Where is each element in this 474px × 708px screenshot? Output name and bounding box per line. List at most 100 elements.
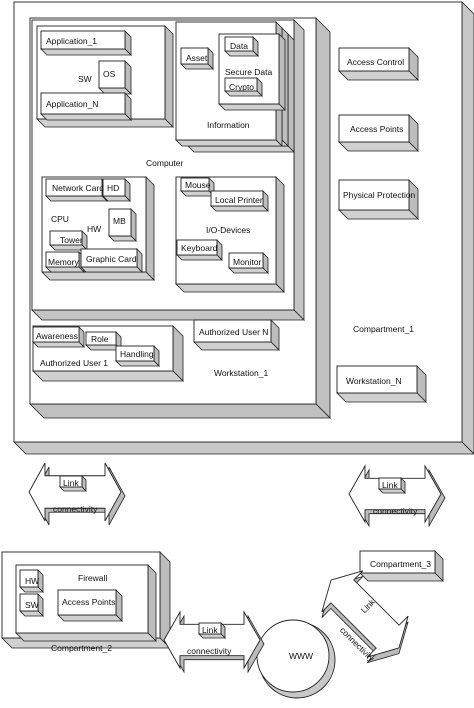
data-box <box>224 36 254 52</box>
access-points-box <box>338 114 410 143</box>
mb-box <box>108 208 132 237</box>
access-points2-box <box>57 589 117 616</box>
monitor-box <box>228 252 264 269</box>
memory-box-bottom <box>45 266 85 273</box>
computer-box-bottom <box>31 309 305 321</box>
role-box <box>85 331 117 346</box>
memory-box <box>45 251 80 268</box>
compartment-3-box-bottom <box>359 572 444 582</box>
io-devices-label: I/O-Devices <box>206 225 251 235</box>
asset-box-bottom <box>180 63 214 70</box>
local-printer-label: Local Printer <box>215 195 263 205</box>
workstation-1-label: Workstation_1 <box>214 368 269 378</box>
connectivity-arrow-3 <box>163 610 265 674</box>
access-points2-box-bottom <box>57 614 123 622</box>
secure-data-box-side <box>278 33 286 111</box>
connectivity-label-3: connectivity <box>187 646 232 656</box>
crypto-box <box>224 77 258 92</box>
connectivity-arrow-2 <box>348 464 446 528</box>
connectivity-label-2: connectivity <box>373 506 418 516</box>
tower-label: Tower <box>60 235 83 245</box>
keyboard-label: Keyboard <box>181 243 218 253</box>
hd-box <box>102 178 126 197</box>
hw2-box <box>19 569 39 588</box>
graphic-card-box <box>80 248 138 268</box>
access-control-box <box>338 47 410 72</box>
compartment-1-box-bottom <box>13 441 474 455</box>
access-points2-label: Access Points <box>62 597 116 607</box>
handling-box-bottom <box>115 360 160 367</box>
handling-box <box>115 345 155 362</box>
link-box-2 <box>378 477 402 490</box>
information-box-bottom <box>175 139 283 147</box>
application-1-box <box>40 30 126 50</box>
application-n-box <box>40 92 126 115</box>
compartment-3-label: Compartment_3 <box>370 559 431 569</box>
physical-protection-label: Physical Protection <box>343 190 416 200</box>
io-box-side <box>275 176 285 293</box>
connectivity-arrow-4 <box>321 570 409 664</box>
computer-box-side <box>293 19 305 321</box>
authorized-user-1-label: Authorized User 1 <box>40 358 109 368</box>
connectivity-arrow-2-face <box>348 464 442 524</box>
graphic-card-box-bottom <box>80 266 143 273</box>
application-1-box-bottom <box>40 48 132 56</box>
compartment-1-label: Compartment_1 <box>353 324 414 334</box>
mb-box-bottom <box>108 235 137 242</box>
local-printer-box-bottom <box>210 205 269 212</box>
link-box-3 <box>198 622 222 635</box>
hw2-label: HW <box>25 576 40 586</box>
link-label-2: Link <box>382 480 398 490</box>
monitor-box-bottom <box>228 267 269 274</box>
sw-label: SW <box>78 74 92 84</box>
mouse-box-bottom <box>180 190 215 197</box>
connectivity-arrow-1 <box>28 462 126 526</box>
workstation-n-box <box>336 365 418 394</box>
application-n-label: Application_N <box>46 99 99 109</box>
compartment-2-label: Compartment_2 <box>51 643 112 653</box>
secure-data-box-bottom <box>218 103 286 111</box>
hw-box-side <box>145 176 155 281</box>
firewall-label: Firewall <box>78 573 108 583</box>
physical-protection-box-bottom <box>338 209 419 220</box>
link-box-1 <box>59 475 83 488</box>
awareness-label: Awareness <box>36 331 78 341</box>
hw-label: HW <box>87 224 102 234</box>
network-card-label: Network Card <box>52 183 104 193</box>
application-1-label: Application_1 <box>46 36 98 46</box>
crypto-label: Crypto <box>229 82 255 92</box>
data-box-bottom <box>224 50 259 57</box>
io-box-bottom <box>175 283 285 293</box>
authorized-user-n-box-bottom <box>193 341 280 351</box>
asset-label: Asset <box>186 53 208 63</box>
link-label-3: Link <box>202 625 218 635</box>
access-control-box-bottom <box>338 70 419 81</box>
secure-data-label: Secure Data <box>225 67 273 77</box>
handling-label: Handling <box>120 349 154 359</box>
asset-box <box>180 47 209 65</box>
cpu-label: CPU <box>51 214 69 224</box>
sw-box-side <box>164 25 174 128</box>
tower-box <box>49 230 83 246</box>
firewall-box-bottom <box>15 632 157 642</box>
access-control-label: Access Control <box>347 57 405 67</box>
connectivity-arrow-3-face <box>163 610 261 670</box>
sw2-label: SW <box>25 600 39 610</box>
www-label: WWW <box>289 651 314 661</box>
mouse-box <box>180 177 210 192</box>
authorized-user-n-label: Authorized User N <box>199 327 269 337</box>
access-points-label: Access Points <box>350 124 404 134</box>
network-card-box-bottom <box>45 195 108 202</box>
firewall-box-side <box>147 564 157 642</box>
monitor-label: Monitor <box>233 257 262 267</box>
hd-label: HD <box>107 183 120 193</box>
link-label-1: Link <box>63 478 79 488</box>
information-label: Information <box>207 120 250 130</box>
authorized-user-n-box <box>193 319 272 343</box>
awareness-box <box>32 326 80 343</box>
computer-label: Computer <box>146 158 184 168</box>
application-n-box-bottom <box>40 113 132 121</box>
os-label: OS <box>103 69 116 79</box>
